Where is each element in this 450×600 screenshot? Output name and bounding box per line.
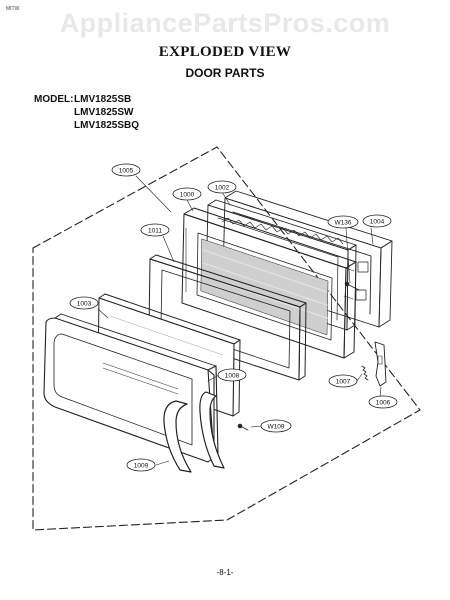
page-number: -8-1- xyxy=(216,568,234,577)
part-1006-latch xyxy=(361,341,387,387)
label-1009: 1009 xyxy=(134,463,149,470)
screw-w109 xyxy=(237,423,249,431)
watermark: AppliancePartsPros.com xyxy=(59,8,391,38)
label-w109: W109 xyxy=(268,424,285,431)
label-w136: W136 xyxy=(335,220,352,227)
part-1011-gasket xyxy=(148,254,307,381)
label-1002: 1002 xyxy=(215,185,230,192)
leader-lines xyxy=(97,175,382,466)
screw-w136 xyxy=(344,281,360,291)
model-item: LMV1825SBQ xyxy=(74,120,140,131)
page-subtitle: DOOR PARTS xyxy=(185,66,265,80)
model-item: LMV1825SW xyxy=(74,107,134,118)
label-1006: 1006 xyxy=(376,400,391,407)
model-label: MODEL: xyxy=(34,94,74,105)
label-1000: 1000 xyxy=(180,192,195,199)
page-title: EXPLODED VIEW xyxy=(158,44,292,60)
label-1008: 1008 xyxy=(225,373,240,380)
label-1003: 1003 xyxy=(77,301,92,308)
label-1005: 1005 xyxy=(119,168,134,175)
corner-tag: MITW xyxy=(6,6,20,12)
model-list: MODEL:LMV1825SB LMV1825SW LMV1825SBQ xyxy=(34,93,139,132)
model-item: LMV1825SB xyxy=(74,94,132,105)
label-1007: 1007 xyxy=(336,379,351,386)
label-ovals xyxy=(69,163,398,472)
assembly-boundary xyxy=(32,146,421,531)
label-1004: 1004 xyxy=(370,219,385,226)
label-1011: 1011 xyxy=(148,228,162,235)
part-1009-outer-door xyxy=(43,313,225,473)
